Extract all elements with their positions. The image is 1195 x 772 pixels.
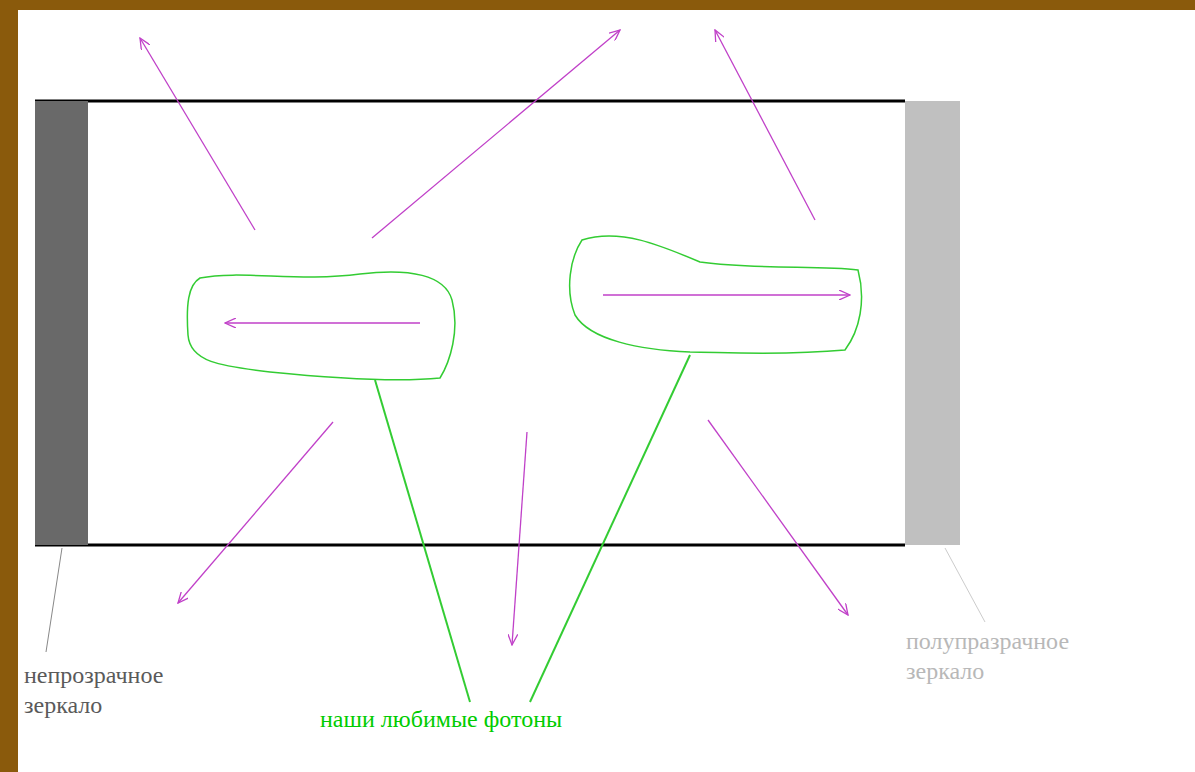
leader-line [46,548,62,652]
text-label: непрозрачное зеркало [24,660,194,720]
photon-blob [187,236,861,380]
semitransparent-mirror [905,101,960,545]
leader-line [945,548,985,622]
cavity-wall [35,544,905,547]
photon-arrows [140,30,850,645]
leader-line [375,355,690,702]
cavity-wall [35,100,905,103]
opaque-mirror [35,101,88,545]
frame-top [0,0,1195,10]
text-label: наши любимые фотоны [320,704,562,734]
frame-left [0,0,18,772]
text-label: полупразрачное зеркало [906,626,1106,686]
